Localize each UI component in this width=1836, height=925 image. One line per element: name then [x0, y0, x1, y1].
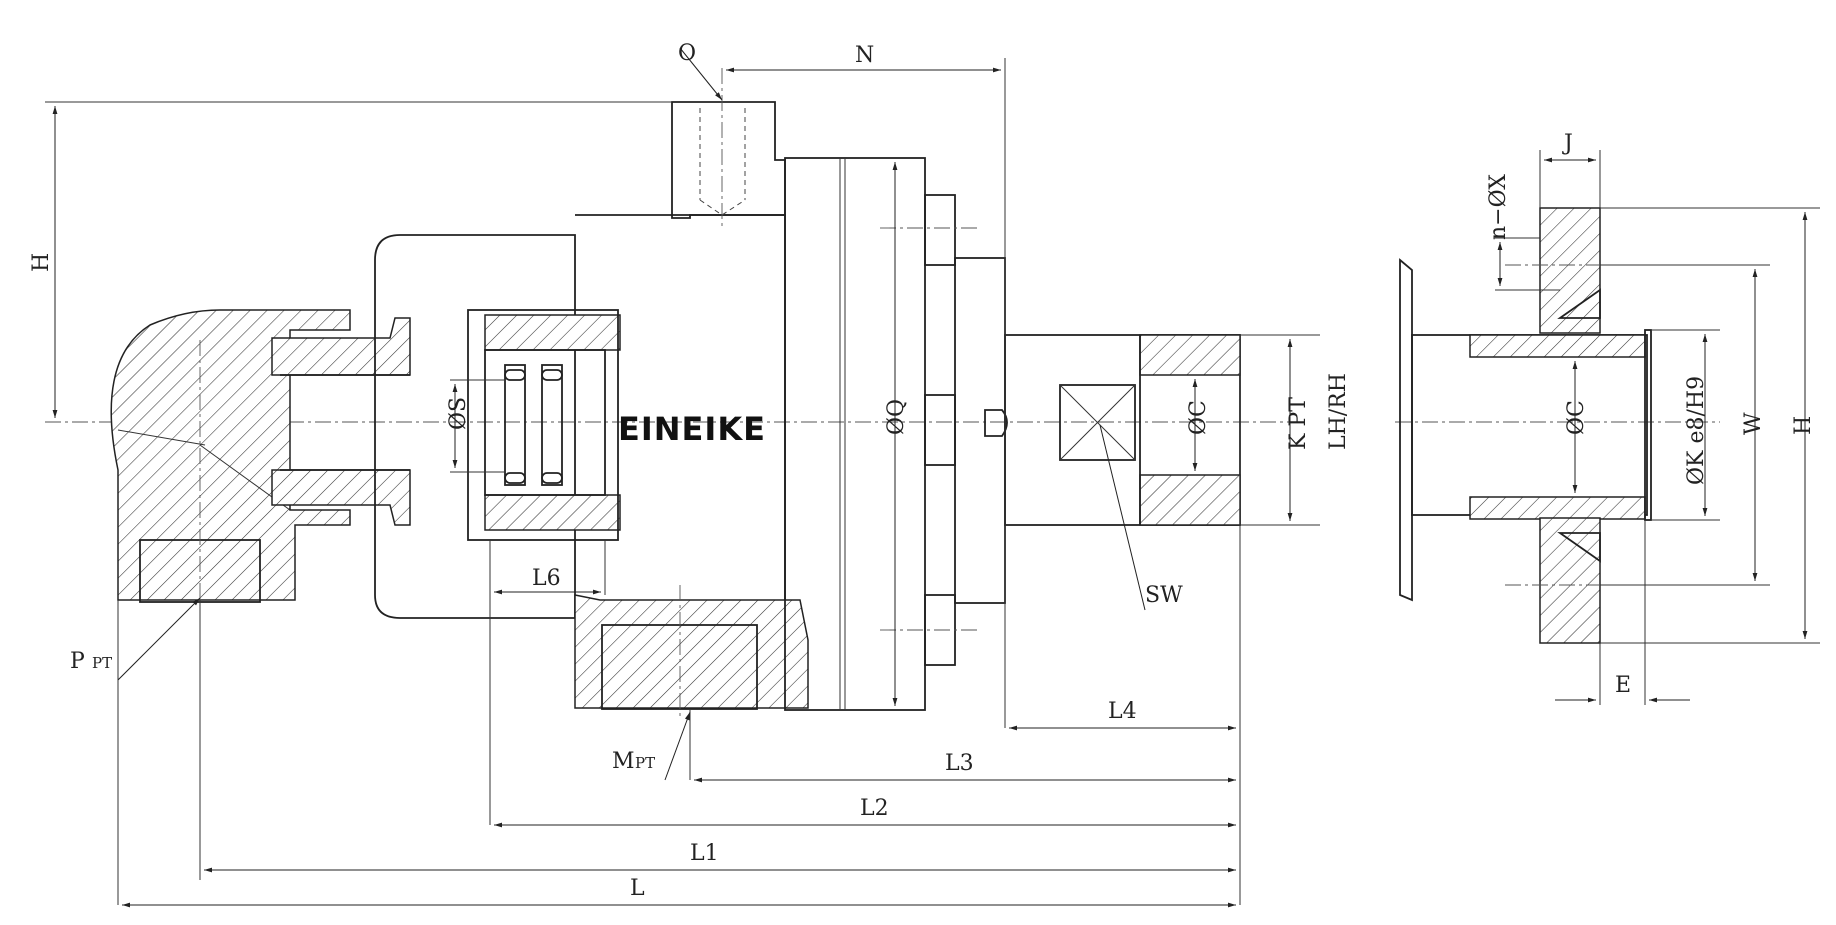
label-K-PT: K PT — [1286, 397, 1311, 450]
seal-ring-1 — [504, 364, 526, 486]
flange-tube-endcap — [1644, 329, 1652, 521]
o-ring-2b — [541, 472, 563, 484]
wrench-flat-diag-2 — [1059, 384, 1136, 461]
bolt-top — [924, 194, 956, 266]
label-O: O — [678, 41, 696, 66]
label-H-left: H — [29, 253, 54, 272]
seal-cartridge — [467, 309, 619, 541]
label-J: J — [1562, 131, 1573, 156]
o-ring-2a — [541, 369, 563, 381]
dim-P-leader — [117, 597, 201, 681]
label-phiC-main: ØC — [1186, 400, 1211, 435]
elbow-body — [110, 309, 351, 601]
top-port-drill-tip — [699, 199, 746, 216]
flange-plate-bottom — [1539, 517, 1601, 644]
top-port-body — [671, 101, 786, 219]
shaft-thread-bottom — [1139, 474, 1241, 526]
bolt-middle — [924, 394, 956, 466]
shaft-thread-top — [1139, 334, 1241, 376]
flange-detail-view: J n−ØX ØC ØK e8/H9 W H E — [1395, 131, 1820, 705]
seal-ring-2 — [541, 364, 563, 486]
o-ring-1b — [504, 472, 526, 484]
flange-tube-wall-bottom — [1469, 496, 1646, 520]
bottom-port-body — [574, 594, 809, 709]
flange-hub — [954, 257, 1006, 604]
bearing-lower — [484, 494, 621, 531]
o-ring-1a — [504, 369, 526, 381]
flange-bolt-hole-bottom — [1557, 532, 1601, 563]
elbow-inner-line — [117, 429, 206, 446]
flange-tube — [1411, 334, 1648, 516]
label-L: L — [630, 876, 645, 901]
label-phiQ: ØQ — [884, 399, 909, 435]
housing-body-left — [374, 234, 576, 619]
label-nX: n−ØX — [1486, 174, 1511, 240]
dim-SW-leader — [1099, 424, 1146, 611]
wrench-flat — [1059, 384, 1136, 461]
flange-bolt-hole-top — [1557, 288, 1601, 319]
label-P-sub: PT — [92, 654, 112, 672]
label-L4: L4 — [1108, 699, 1137, 724]
label-N: N — [855, 43, 874, 68]
label-H-right: H — [1791, 416, 1816, 435]
flange-thin-disc — [1399, 258, 1413, 602]
dim-M-leader — [664, 711, 691, 781]
label-phiK: ØK e8/H9 — [1684, 376, 1709, 485]
label-L3: L3 — [945, 751, 974, 776]
label-M: M — [612, 749, 635, 774]
label-L1: L1 — [690, 841, 719, 866]
main-assembly-view: EINEIKE — [29, 41, 1351, 908]
flange-tube-wall-top — [1469, 334, 1646, 358]
bearing-upper — [484, 314, 621, 351]
label-P: P — [70, 649, 85, 674]
label-E: E — [1615, 673, 1631, 698]
label-SW: SW — [1145, 583, 1183, 608]
hub-grease-nipple — [984, 409, 1008, 437]
label-L6: L6 — [532, 566, 561, 591]
brand-label: EINEIKE — [618, 410, 766, 448]
label-M-sub: PT — [635, 754, 655, 772]
label-W: W — [1741, 412, 1766, 435]
label-phiS: ØS — [446, 397, 471, 430]
bottom-port-bore — [601, 624, 758, 710]
label-phiC-flange: ØC — [1564, 400, 1589, 435]
label-LH-RH: LH/RH — [1326, 373, 1351, 450]
dim-O-leader — [679, 47, 723, 101]
flange-plate-top — [1539, 207, 1601, 334]
label-L2: L2 — [860, 796, 889, 821]
flange-bolts — [880, 194, 980, 666]
seal-inner-sleeve — [484, 349, 606, 496]
